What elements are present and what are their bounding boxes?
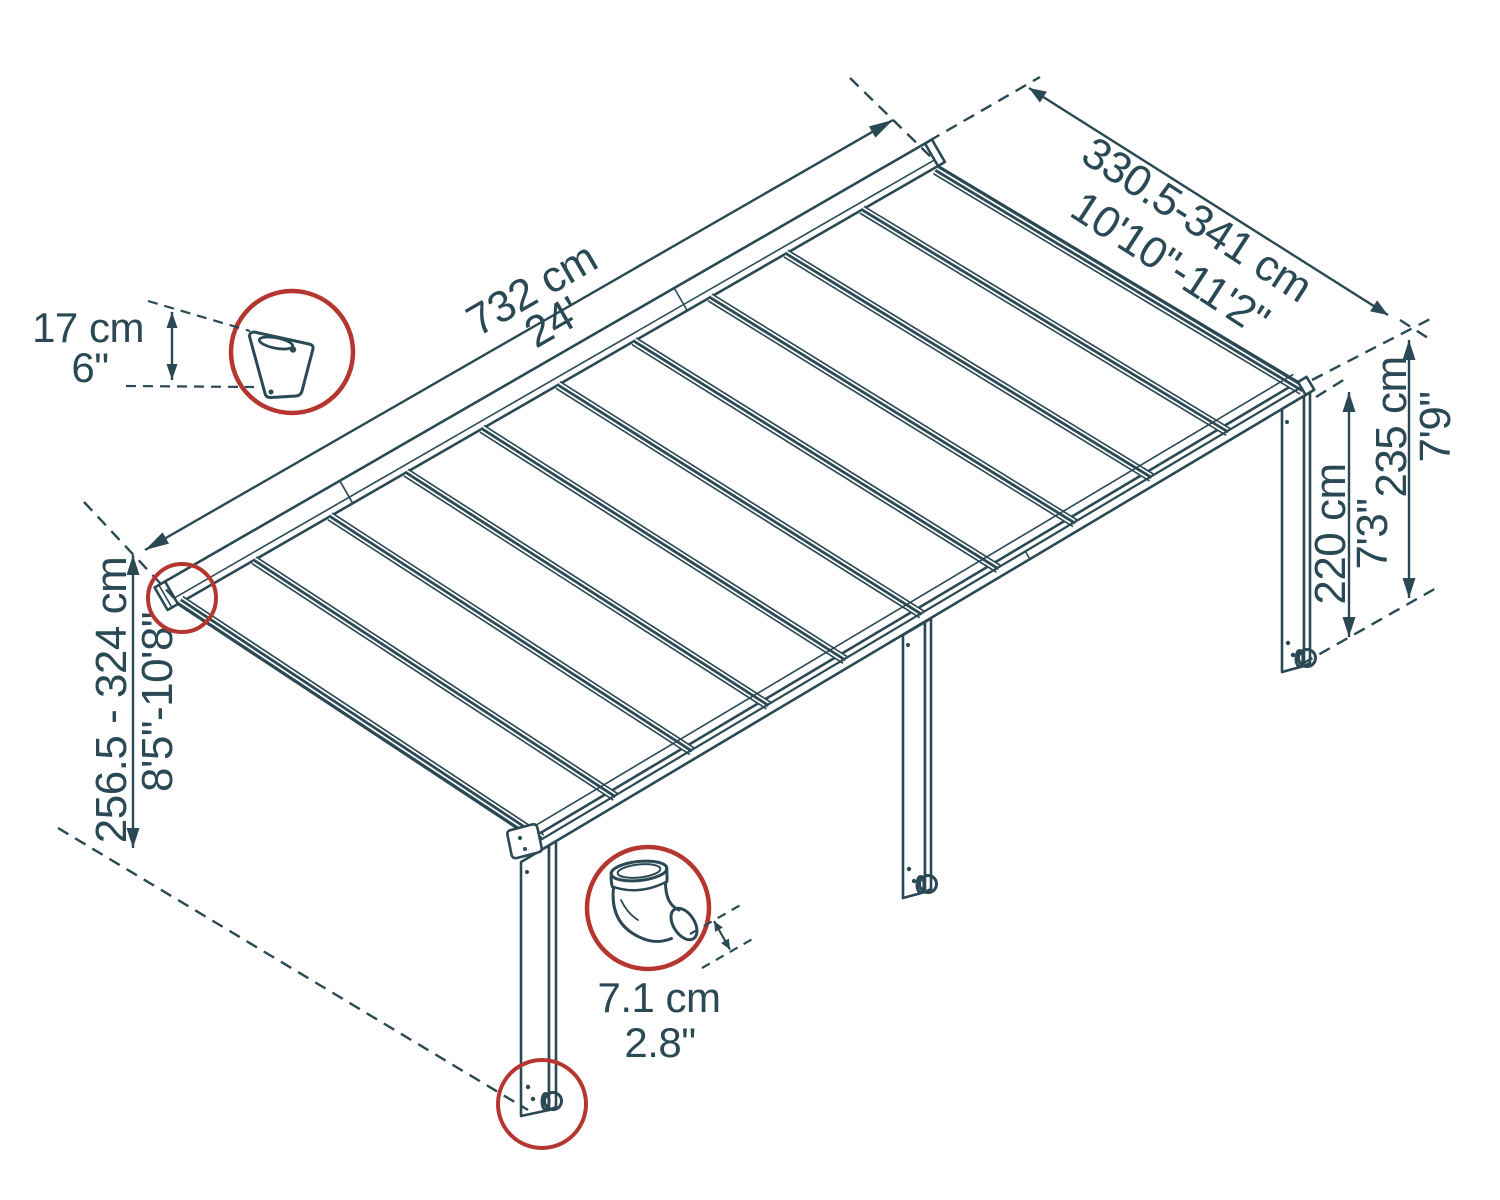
gutter-profile-icon: [248, 330, 315, 400]
post-front-right: [1280, 391, 1317, 674]
rafter: [859, 205, 1231, 437]
dimension-rear-height: 256.5 - 324 cm 8'5"-10'8": [57, 555, 529, 1112]
wall-bracket: [506, 823, 543, 860]
post-base-callout-circle: [496, 1058, 588, 1150]
rafter: [327, 512, 695, 756]
roof-panel: [153, 138, 1316, 859]
rear-height-imperial-label: 8'5"-10'8": [133, 612, 182, 792]
rafter: [555, 380, 925, 619]
arrowhead: [166, 364, 178, 380]
arrowhead: [714, 921, 723, 932]
elbow-imperial-label: 2.8": [624, 1019, 695, 1066]
profile-metric-label: 17 cm: [32, 304, 144, 351]
rafter: [403, 468, 772, 710]
post-middle: [901, 617, 938, 900]
dimension-front-heights: 220 cm 7'3" 235 cm 7'9": [1301, 314, 1460, 666]
rafters: [178, 166, 1305, 843]
gutter-end-cap: [1296, 375, 1316, 397]
band-left-end-cap: [153, 580, 180, 612]
wall-profile: [153, 138, 947, 612]
profile-imperial-label: 6": [71, 344, 108, 391]
rear-height-metric-label: 256.5 - 324 cm: [87, 557, 136, 844]
arrowhead: [869, 120, 893, 138]
front-height-imperial-label: 7'9": [1411, 392, 1460, 463]
rafter: [932, 166, 1305, 395]
drain-elbow-detail-circle: [584, 844, 712, 972]
corner-profile-callout-circle: [146, 562, 218, 634]
arrowhead: [1342, 617, 1356, 637]
gutter-profile-detail-circle: [228, 288, 356, 416]
arrowhead: [721, 938, 730, 950]
front-height-metric-label: 235 cm: [1367, 356, 1416, 497]
drain-elbow-icon: [609, 859, 699, 943]
rafter: [783, 249, 1155, 482]
detail-drain-elbow: 7.1 cm 2.8": [584, 844, 757, 1066]
arrowhead: [1402, 578, 1416, 598]
arrowhead: [126, 828, 140, 848]
post-front-left: [506, 823, 563, 1118]
arrowhead: [1370, 300, 1388, 315]
arrowhead: [166, 312, 178, 328]
rafter: [707, 293, 1078, 528]
arrowhead: [1029, 88, 1047, 103]
rafter: [479, 424, 848, 665]
elbow-metric-label: 7.1 cm: [597, 974, 720, 1021]
rafter: [178, 595, 545, 843]
dimension-post-height: 220 cm 7'3": [1306, 392, 1397, 637]
post-height-imperial-label: 7'3": [1348, 499, 1397, 570]
arrowhead: [126, 555, 140, 575]
rafter: [251, 556, 619, 801]
detail-gutter-profile: 17 cm 6": [32, 288, 356, 416]
post-height-metric-label: 220 cm: [1306, 463, 1355, 604]
arrowhead: [1342, 392, 1356, 412]
dimension-front-height: 235 cm 7'9": [1367, 340, 1460, 598]
arrowhead: [145, 532, 169, 550]
rafter: [631, 337, 1001, 573]
support-posts: [506, 391, 1317, 1118]
band-outer-line: [163, 142, 927, 583]
arrowhead: [1402, 340, 1416, 360]
